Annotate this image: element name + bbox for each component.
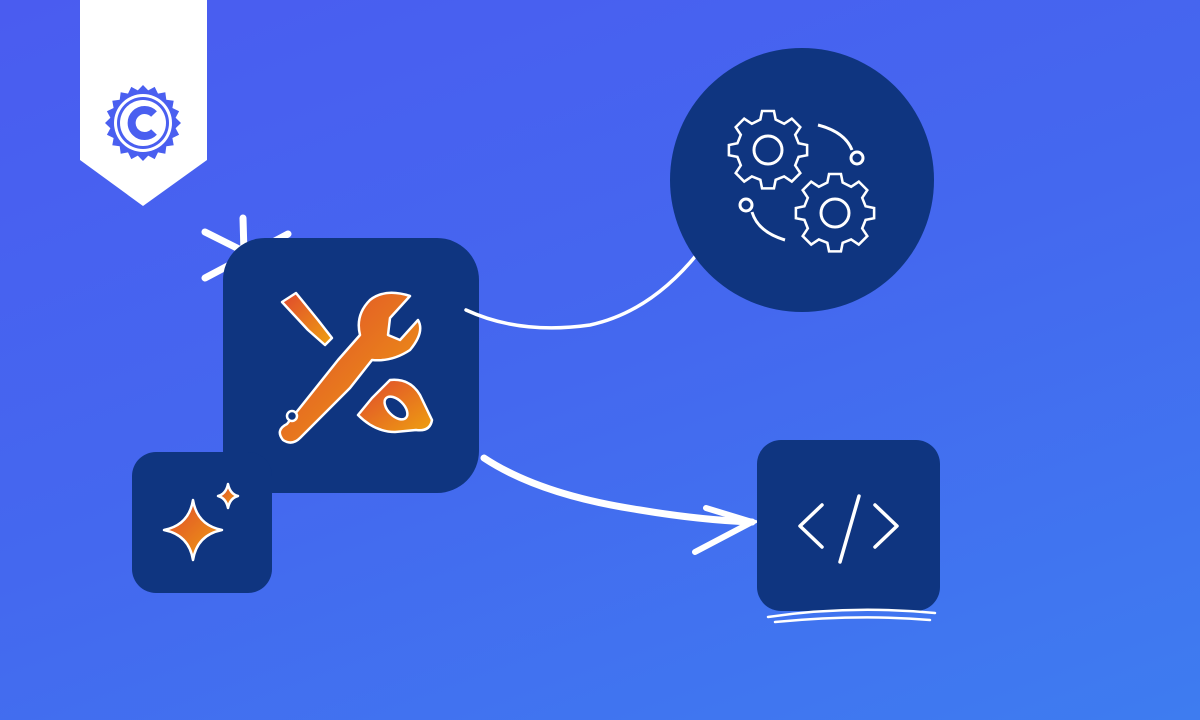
sparkle-icon xyxy=(162,482,240,562)
gears-icon xyxy=(727,109,876,253)
code-icon xyxy=(798,494,899,564)
brand-badge xyxy=(80,0,207,206)
gears-tile xyxy=(670,48,934,312)
sparkle-tile xyxy=(132,452,272,593)
arrow-icon xyxy=(464,227,718,330)
arrow-icon xyxy=(480,454,760,555)
code-tile xyxy=(757,440,940,624)
tools-tile xyxy=(223,238,479,493)
brand-logo-icon xyxy=(105,85,181,161)
underline-doodle xyxy=(766,608,937,624)
wrench-screwdriver-icon xyxy=(278,291,434,444)
